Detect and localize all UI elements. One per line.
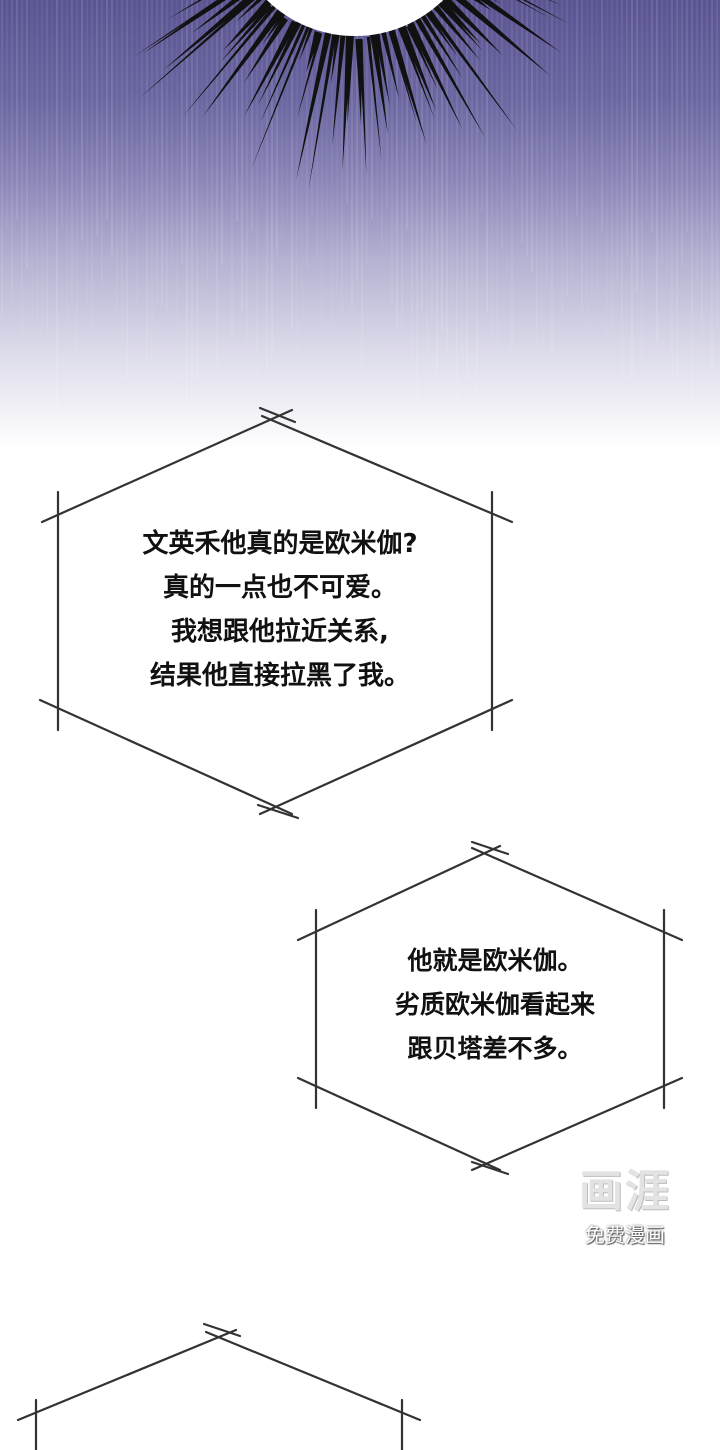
bubble-1-line-2: 真的一点也不可爱。 <box>162 573 397 603</box>
bubble-2-outline <box>296 840 684 1176</box>
speech-bubble-3 <box>10 1320 430 1450</box>
burst-effect-icon <box>134 0 571 190</box>
bubble-1-outline <box>38 406 514 820</box>
bubble-1-line-3: 我想跟他拉近关系, <box>171 617 389 647</box>
bubble-1-line-4: 结果他直接拉黑了我。 <box>149 661 410 691</box>
bubble-2-line-3: 跟贝塔差不多。 <box>407 1034 583 1063</box>
bubble-1-text: 文英禾他真的是欧米伽? 真的一点也不可爱。 我想跟他拉近关系, 结果他直接拉黑了… <box>70 520 490 700</box>
speech-bubble-2: 他就是欧米伽。 劣质欧米伽看起来 跟贝塔差不多。 <box>290 840 690 1176</box>
bubble-2-line-2: 劣质欧米伽看起来 <box>394 990 595 1019</box>
bubble-1-line-1: 文英禾他真的是欧米伽? <box>142 529 418 559</box>
watermark: 画涯 免费漫画 <box>560 1162 690 1262</box>
panel-texture <box>1 0 718 433</box>
bubble-2-text: 他就是欧米伽。 劣质欧米伽看起来 跟贝塔差不多。 <box>340 935 650 1075</box>
speech-bubble-1: 文英禾他真的是欧米伽? 真的一点也不可爱。 我想跟他拉近关系, 结果他直接拉黑了… <box>30 400 530 820</box>
bubble-3-outline <box>16 1322 422 1450</box>
top-panel-art <box>0 0 720 450</box>
watermark-subtitle: 免费漫画 <box>585 1223 665 1247</box>
watermark-logo: 画涯 <box>579 1166 671 1217</box>
bubble-2-line-1: 他就是欧米伽。 <box>407 946 583 975</box>
